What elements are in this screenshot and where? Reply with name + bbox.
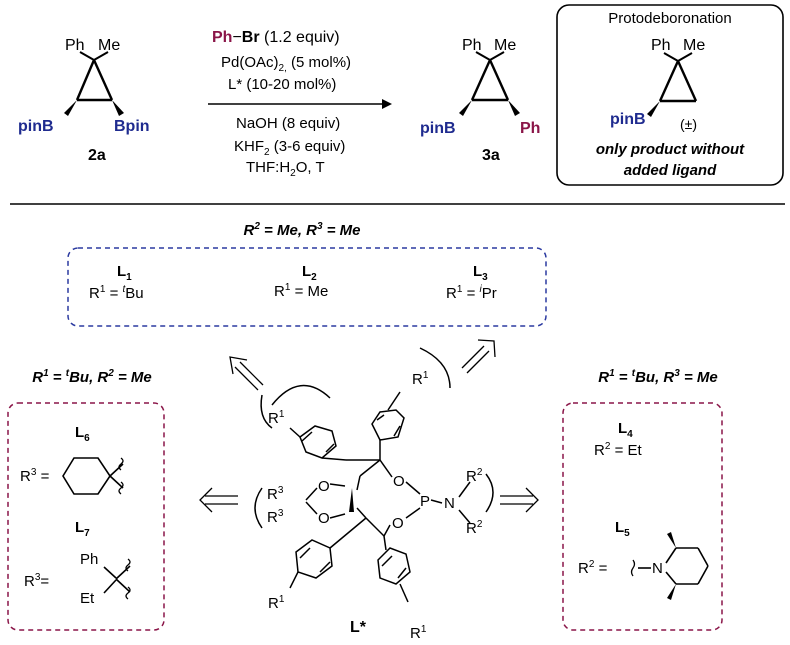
ligand-r3-lower: R3 — [267, 508, 284, 526]
side-note-2: added ligand — [624, 162, 717, 179]
attachment-squiggle — [118, 481, 124, 495]
ligand-l1-name: L1 — [117, 263, 132, 283]
right-group-box — [562, 402, 723, 631]
product-label: 3a — [482, 147, 500, 164]
ligand-o-phosphite-lower: O — [392, 515, 404, 532]
l7-et: Et — [80, 590, 95, 607]
reactant-ph: Ph — [65, 37, 85, 54]
conditions-catalyst: Pd(OAc)2, (5 mol%) — [221, 54, 351, 74]
ligand-o-dioxolane-lower: O — [318, 510, 330, 527]
conditions-base: NaOH (8 equiv) — [236, 115, 340, 132]
ligand-group-top: R2 = Me, R3 = Me L1 R1 = tBu L2 R1 = Me … — [67, 221, 547, 327]
ligand-l3-desc: R1 = iPr — [446, 284, 497, 302]
product-ph-aryl: Ph — [520, 120, 540, 137]
ligand-label: L* — [350, 619, 367, 636]
implies-arrow-up-left — [229, 356, 264, 391]
bracket-left — [254, 487, 263, 529]
ligand-r1-upper-right: R1 — [412, 370, 429, 388]
side-me: Me — [683, 37, 705, 54]
attachment-squiggle — [125, 558, 131, 572]
aryl-ring-upper-right — [371, 409, 405, 441]
attachment-squiggle — [630, 559, 636, 577]
product-me: Me — [494, 37, 516, 54]
ligand-r1-lower-left: R1 — [268, 594, 285, 612]
protodeboronation-title: Protodeboronation — [608, 10, 731, 27]
top-group-title: R2 = Me, R3 = Me — [243, 221, 360, 239]
ligand-l1-desc: R1 = tBu — [89, 284, 144, 302]
aryl-ring-lower-left — [295, 539, 333, 579]
reactant-pinb: pinB — [18, 118, 54, 135]
ligand-l7-desc: R3= — [24, 572, 49, 590]
ligand-l5-name: L5 — [615, 519, 630, 539]
protodeboronation-box: Protodeboronation Ph Me pinB (±) only pr… — [556, 4, 784, 186]
side-pinb: pinB — [610, 111, 646, 128]
ligand-l-star-labels: R1 R1 R1 R1 R3 R3 O O O O P N R2 R2 L* — [267, 370, 483, 642]
ligand-l7-name: L7 — [75, 519, 90, 539]
conditions-ligand: L* (10-20 mol%) — [228, 76, 336, 93]
reactant-2a: Ph Me pinB Bpin 2a — [18, 37, 150, 164]
right-group-title: R1 = tBu, R3 = Me — [598, 368, 718, 386]
side-note-1: only product without — [596, 141, 745, 158]
reactant-label: 2a — [88, 147, 106, 164]
left-group-box — [7, 402, 165, 631]
product-pinb: pinB — [420, 120, 456, 137]
ligand-l4-desc: R2 = Et — [594, 441, 643, 459]
bracket-right — [485, 473, 494, 513]
conditions-solvent: THF:H2O, T — [246, 159, 325, 179]
reaction-conditions: Ph−Br (1.2 equiv) Pd(OAc)2, (5 mol%) L* … — [208, 29, 392, 179]
ligand-group-right: R1 = tBu, R3 = Me L4 R2 = Et L5 R2 = N — [562, 368, 723, 631]
ligand-o-dioxolane-upper: O — [318, 478, 330, 495]
ligand-l4-name: L4 — [618, 420, 633, 440]
product-3a: Ph Me pinB Ph 3a — [420, 37, 540, 164]
side-ph: Ph — [651, 37, 671, 54]
implies-arrow-right — [500, 487, 539, 513]
cyclohexyl-ring — [62, 457, 111, 495]
ligand-l3-name: L3 — [473, 263, 488, 283]
ligand-n: N — [444, 495, 455, 512]
side-racemic: (±) — [680, 116, 697, 132]
l5-n: N — [652, 560, 663, 577]
ligand-l6-desc: R3 = — [20, 467, 50, 485]
ligand-l5-desc: R2 = — [578, 559, 608, 577]
implies-arrow-up-right — [461, 339, 496, 374]
aryl-ring-lower-right — [377, 547, 411, 585]
highlight-arc-left-edge — [260, 394, 273, 429]
implies-arrow-left — [199, 487, 238, 513]
conditions-reagent: Ph−Br (1.2 equiv) — [212, 29, 340, 46]
l7-ph: Ph — [80, 551, 98, 568]
attachment-squiggle — [125, 586, 131, 600]
arrow-head — [382, 99, 392, 109]
ligand-p: P — [420, 493, 430, 510]
highlight-arc-upper-left — [271, 384, 331, 406]
reactant-bpin: Bpin — [114, 118, 150, 135]
attachment-squiggle — [118, 457, 124, 471]
ligand-r1-lower-right: R1 — [410, 624, 427, 642]
ligand-o-phosphite-upper: O — [393, 473, 405, 490]
conditions-additive: KHF2 (3-6 equiv) — [234, 138, 345, 158]
ligand-r3-upper: R3 — [267, 485, 284, 503]
ligand-r1-upper-left: R1 — [268, 409, 285, 427]
ligand-l2-desc: R1 = Me — [274, 282, 328, 300]
highlight-arc-upper-right — [419, 347, 451, 389]
ligand-l6-name: L6 — [75, 424, 90, 444]
ligand-r2-upper: R2 — [466, 467, 483, 485]
ligand-group-left: R1 = tBu, R2 = Me L6 R3 = L7 R3= Ph Et — [7, 368, 165, 631]
ligand-l2-name: L2 — [302, 263, 317, 283]
aryl-ring-upper-left — [299, 425, 337, 459]
reactant-me: Me — [98, 37, 120, 54]
ligand-r2-lower: R2 — [466, 519, 483, 537]
implies-arrows — [199, 339, 539, 513]
left-group-title: R1 = tBu, R2 = Me — [32, 368, 152, 386]
product-ph: Ph — [462, 37, 482, 54]
ligand-l-star — [254, 347, 494, 603]
top-group-box — [67, 247, 547, 327]
